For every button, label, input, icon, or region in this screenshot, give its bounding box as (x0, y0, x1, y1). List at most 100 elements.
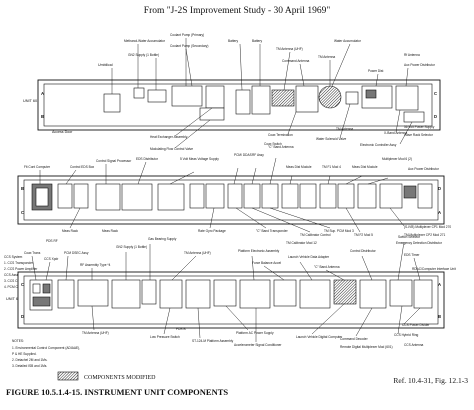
side-label-a: A (41, 91, 44, 96)
tm-mux-box (357, 183, 377, 209)
row-2: UNIT 602 B C D A Flt Cont Computer Contr… (17, 145, 451, 245)
gas-bearing-box (141, 279, 157, 305)
label-command-decoder: Command Decoder (340, 337, 369, 341)
tm-antenna-box (271, 89, 295, 107)
legend-label: COMPONENTS MODIFIED (84, 375, 156, 381)
control-signal-box (95, 183, 121, 211)
ccs-xpdr-inner-1 (32, 283, 41, 294)
lead (239, 43, 243, 91)
water-solenoid-box (345, 91, 359, 105)
lead (405, 67, 409, 87)
lead (289, 175, 293, 185)
lead (269, 157, 277, 185)
lead (209, 207, 215, 229)
flow-valve-box (199, 107, 225, 121)
eds-dist-box (121, 183, 153, 211)
lead (45, 261, 51, 281)
label-meas-rack-2: Meas Rack (102, 229, 118, 233)
lead (397, 241, 405, 281)
label-battery-1: Battery (228, 39, 239, 43)
battery-2-box (251, 85, 271, 115)
label-s-ivb: (S-IVB) Multiplexer CP1 Mod 270 (404, 225, 451, 229)
side-label-c: C (434, 91, 437, 96)
tm-f2-box (337, 183, 355, 209)
heat-exchanger-box (205, 85, 225, 109)
label-pds-b: PDS B (176, 327, 186, 331)
label-ecu: Electronic Controller Assy (360, 143, 397, 147)
lvda-box (299, 279, 331, 309)
note-item: P & HE Supplied. (12, 352, 37, 356)
lead (137, 161, 147, 185)
lead (327, 175, 331, 185)
platform-elec-box (239, 279, 271, 309)
force-balance-box (273, 279, 297, 307)
battery-1-box (235, 89, 251, 115)
lead (287, 111, 297, 135)
flt-computer-inner (35, 187, 49, 207)
lead (345, 175, 363, 185)
lead (299, 261, 313, 281)
control-dist-box (359, 279, 387, 309)
lead (395, 109, 401, 133)
st124-box (185, 279, 211, 309)
label-eds-timer: EDS Timer (404, 253, 420, 257)
c-band-box (227, 183, 243, 209)
methanol-box (133, 87, 145, 99)
rate-gyro-box (205, 183, 225, 209)
lead (367, 177, 389, 185)
aux-power-box (395, 85, 419, 111)
label-low-pressure: Low Pressure Switch (150, 335, 180, 339)
label-tm-antenna-uhf: TM Antenna (UHF) (276, 47, 303, 51)
label-tm-sup: TM Sup. PCM Mod 3 (324, 229, 354, 233)
label-pcm-dsec: PCM DSEC Assy (64, 251, 89, 255)
tm-cal-box (243, 183, 261, 209)
lead (263, 265, 285, 281)
low-pressure-box (159, 279, 183, 309)
label-cmd-antenna: Command Antenna (282, 59, 310, 63)
lead (235, 207, 267, 229)
label-control-eds: Control EDS Box (70, 165, 94, 169)
lead (331, 43, 351, 87)
lead (311, 303, 345, 335)
ccs-list-item: 2. CCS Power Amplifier (4, 267, 38, 271)
label-c-band-xpdr: "C" Band Transponder (256, 229, 289, 233)
label-ccs-xpdr: CCS Xpdr (44, 257, 59, 261)
label-platform-ac: Platform AC Power Supply (236, 331, 274, 335)
lead (174, 119, 211, 149)
label-vol-volt: 5 Volt Meas Voltage Supply (180, 157, 219, 161)
label-gas-bearing: Gas Bearing Supply (148, 237, 177, 241)
label-control-distributor: Control Distributor (350, 249, 377, 253)
label-power-dist: Power Dist (368, 69, 384, 73)
eds-box (57, 183, 73, 209)
meas-rack-box (73, 183, 89, 209)
row-3: UNIT 603 C D A B Coax Trans CCS Xpdr PCM… (6, 235, 456, 349)
label-aux-power-dist: Aux Power Distributor (404, 63, 436, 67)
side-label-b3: B (438, 314, 441, 319)
gn2-supply-box (111, 279, 141, 309)
lead (163, 307, 171, 335)
label-tm-mux-2: TM Multiplexer CP2 Mod 271 (404, 233, 446, 237)
label-heat-exchanger: Heat Exchanger Assembly (150, 135, 188, 139)
label-meas-rack: Meas Rack (62, 229, 78, 233)
note-item: 2. Detachel 2M and 1Ms. (12, 358, 48, 362)
source-header: From "J-2S Improvement Study - 30 April … (144, 6, 331, 16)
side-label-b2: B (21, 186, 24, 191)
lead (375, 73, 379, 87)
label-coax-termination: Coax Termination (268, 133, 293, 137)
meas-dist-2-box (299, 183, 317, 209)
side-label-d: D (434, 114, 437, 119)
label-wave-rack: Wave Rack Selector (404, 133, 434, 137)
label-coolant-primary: Coolant Pump (Primary) (170, 33, 204, 37)
lead (91, 305, 95, 331)
lead (283, 51, 291, 91)
lead (174, 107, 213, 137)
note-item: 3. Detailed ISB and 1Ms. (12, 364, 47, 368)
label-lvdc: Launch Vehicle Digital Computer (296, 335, 343, 339)
lead (197, 307, 201, 339)
lead (69, 207, 81, 229)
legend: COMPONENTS MODIFIED (57, 371, 156, 381)
label-coolant-secondary: Coolant Pump (Secondary) (170, 44, 208, 48)
label-tm-mux: Multiplexer Mod 6 (2) (382, 157, 412, 161)
label-tm-antenna-2: TM Antenna (336, 127, 353, 131)
tm-f1-box (319, 183, 337, 209)
